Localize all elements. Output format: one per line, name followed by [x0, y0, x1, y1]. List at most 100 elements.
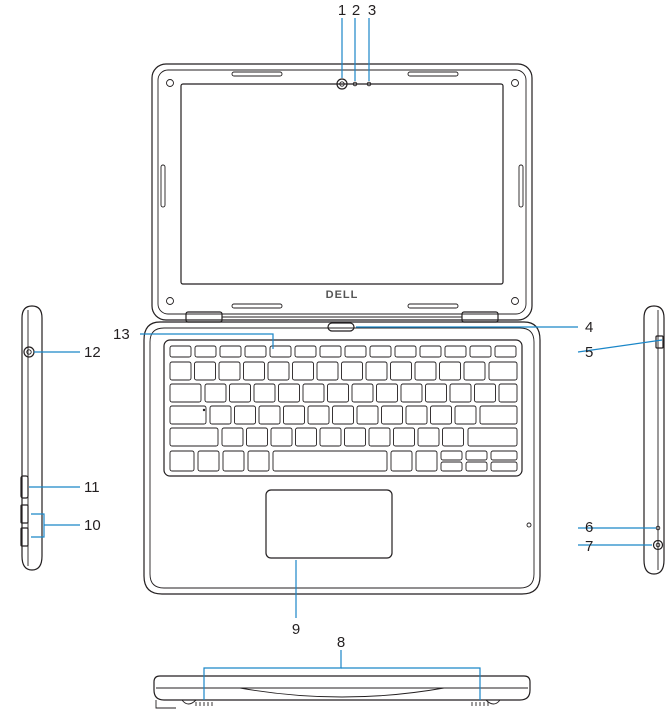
caps-lock-light-icon — [202, 408, 206, 412]
keyboard-key — [267, 361, 290, 381]
keyboard-key — [169, 345, 192, 358]
keyboard-key — [272, 450, 388, 472]
keyboard-key — [344, 427, 366, 447]
keyboard-key — [463, 361, 486, 381]
keyboard-key — [449, 383, 472, 403]
keyboard-key — [270, 427, 293, 447]
keyboard-key — [204, 383, 227, 403]
microphone-icon — [352, 81, 358, 87]
keyboard-key — [194, 345, 217, 358]
security-slot-icon — [655, 335, 664, 349]
callout-13: 13 — [113, 326, 130, 343]
callout-leaders — [29, 18, 663, 700]
keyboard-key — [194, 361, 216, 381]
keyboard-key — [440, 450, 463, 461]
left-side-view — [20, 305, 43, 571]
keyboard-key — [341, 361, 363, 381]
keyboard-key — [356, 405, 379, 425]
keyboard-key — [415, 450, 438, 472]
keyboard-key — [454, 405, 477, 425]
callout-1: 1 — [338, 2, 346, 19]
power-port-icon — [652, 539, 664, 551]
keyboard-key — [440, 461, 463, 472]
keyboard-key — [390, 361, 412, 381]
callout-5: 5 — [585, 344, 593, 361]
keyboard-key — [319, 345, 342, 358]
keyboard-deck — [143, 321, 541, 595]
callout-10: 10 — [84, 517, 101, 534]
keyboard-key — [479, 405, 518, 425]
keyboard-keys — [169, 345, 518, 472]
keyboard-key — [243, 361, 265, 381]
power-button — [327, 322, 355, 332]
keyboard-key — [269, 345, 292, 358]
leader-5 — [577, 339, 663, 353]
touchpad — [265, 489, 393, 559]
keyboard-key — [490, 450, 518, 461]
front-view — [153, 675, 531, 709]
keyboard-key — [465, 461, 488, 472]
keyboard-key — [234, 405, 256, 425]
leader-8 — [203, 650, 342, 700]
keyboard-key — [247, 450, 270, 472]
keyboard-key — [498, 383, 518, 403]
keyboard-key — [400, 383, 423, 403]
camera-status-light-icon — [366, 81, 372, 87]
keyboard-key — [344, 345, 367, 358]
callout-labels: 1 2 3 4 5 6 7 8 9 10 11 12 13 — [84, 2, 593, 651]
keyboard-key — [419, 345, 442, 358]
usb-port-icon — [20, 504, 29, 524]
keyboard-key — [169, 427, 219, 447]
keyboard-key — [332, 405, 354, 425]
keyboard-key — [390, 450, 413, 472]
keyboard-key — [169, 361, 192, 381]
display-lid — [151, 63, 533, 321]
speaker-grille-right — [471, 702, 489, 706]
keyboard-key — [474, 383, 496, 403]
keyboard-key — [169, 450, 195, 472]
callout-6: 6 — [585, 519, 593, 536]
keyboard-key — [381, 405, 403, 425]
speaker-grille-left — [195, 702, 213, 706]
keyboard-key — [253, 383, 276, 403]
status-light-icon — [655, 525, 661, 531]
keyboard-key — [283, 405, 305, 425]
callout-2: 2 — [352, 2, 360, 19]
callout-11: 11 — [84, 479, 100, 496]
keyboard-key — [209, 405, 232, 425]
keyboard-key — [394, 345, 417, 358]
callout-3: 3 — [368, 2, 376, 19]
keyboard-key — [488, 361, 518, 381]
leader-8b — [341, 667, 481, 700]
keyboard-key — [439, 361, 461, 381]
keyboard-key — [467, 427, 518, 447]
usb-port-icon — [20, 527, 29, 547]
keyboard-key — [244, 345, 267, 358]
keyboard-key — [393, 427, 415, 447]
leader-13 — [140, 333, 274, 349]
keyboard-key — [417, 427, 440, 447]
keyboard-key — [258, 405, 281, 425]
keyboard-key — [307, 405, 330, 425]
keyboard-key — [316, 361, 339, 381]
keyboard-key — [246, 427, 268, 447]
keyboard-key — [169, 405, 207, 425]
keyboard-key — [221, 427, 244, 447]
right-side-view — [643, 305, 665, 575]
keyboard-key — [425, 383, 447, 403]
keyboard-key — [444, 345, 467, 358]
keyboard-key — [369, 345, 392, 358]
camera-icon — [336, 78, 348, 90]
callout-7: 7 — [585, 538, 593, 555]
keyboard-key — [292, 361, 314, 381]
headset-port-icon — [23, 346, 35, 358]
hdmi-port-icon — [20, 475, 29, 499]
keyboard-key — [405, 405, 428, 425]
keyboard-key — [368, 427, 391, 447]
keyboard-key — [442, 427, 464, 447]
keyboard-key — [414, 361, 437, 381]
keyboard-key — [351, 383, 374, 403]
keyboard-key — [218, 361, 241, 381]
keyboard-key — [319, 427, 342, 447]
